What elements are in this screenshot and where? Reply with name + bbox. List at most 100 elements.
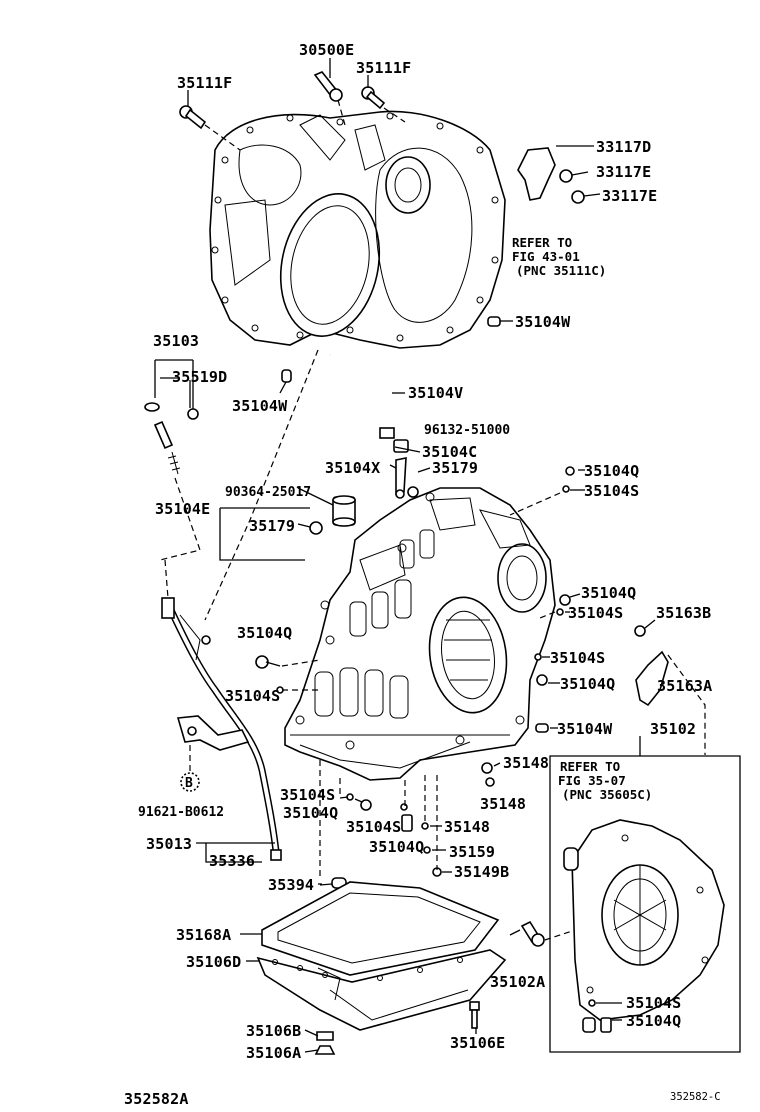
label-35104Q-bottom: 35104Q	[283, 804, 338, 822]
cover-35163A[interactable]	[635, 650, 669, 707]
bolt-91621-B0612[interactable]: B	[180, 772, 200, 792]
transaxle-housing[interactable]	[209, 110, 506, 349]
refer-fig43-line2: FIG 43-01	[512, 249, 580, 264]
label-35159: 35159	[449, 843, 495, 861]
label-35148-right: 35148	[503, 754, 549, 772]
refer-box-35102	[549, 736, 741, 1053]
diagram-code: 352582A	[124, 1090, 189, 1108]
bolt-35102A[interactable]	[520, 920, 545, 947]
label-35106E: 35106E	[450, 1034, 505, 1052]
label-35106A: 35106A	[246, 1044, 301, 1062]
label-35179-top: 35179	[432, 459, 478, 477]
oil-pan-35106D[interactable]	[256, 949, 507, 1031]
label-35148-small: 35148	[444, 818, 490, 836]
label-35102A: 35102A	[490, 973, 545, 991]
oil-strainer-gasket-35168A[interactable]	[261, 881, 500, 976]
plug-35104W-right[interactable]	[487, 316, 501, 327]
bracket-33117D[interactable]	[517, 147, 601, 204]
label-35104Q-box: 35104Q	[626, 1012, 681, 1030]
label-35104S-bottom: 35104S	[280, 786, 335, 804]
bolt-35104Q-top[interactable]	[565, 466, 575, 476]
oring-35148-right[interactable]	[481, 762, 493, 774]
label-35013: 35013	[146, 835, 192, 853]
label-35102: 35102	[650, 720, 696, 738]
bolt-35163B[interactable]	[634, 625, 646, 637]
bolt-35104Q-mid[interactable]	[536, 674, 548, 686]
label-35106D: 35106D	[186, 953, 241, 971]
breather-35103[interactable]	[144, 359, 199, 475]
plug-35104S-right[interactable]	[534, 653, 542, 661]
sleeve-96132-51000[interactable]	[393, 439, 409, 453]
label-35104C: 35104C	[422, 443, 477, 461]
label-35104S-mid: 35104S	[550, 649, 605, 667]
bolt-35104Q-right[interactable]	[559, 594, 571, 606]
label-90364-25017: 90364-25017	[225, 485, 311, 500]
label-35519D: 35519D	[172, 368, 227, 386]
label-30500E: 30500E	[299, 41, 354, 59]
bolt-35104Q-box[interactable]	[582, 1017, 596, 1033]
oring-35179-left[interactable]	[309, 521, 323, 535]
label-35179-left: 35179	[249, 517, 295, 535]
label-35336: 35336	[209, 852, 255, 870]
refer-fig43-line1: REFER TO	[512, 235, 572, 250]
plug-35104S-bottom[interactable]	[400, 803, 408, 811]
bolt-35111F-right[interactable]	[361, 86, 386, 110]
bolt-35111F-left[interactable]	[179, 105, 207, 130]
transmission-case[interactable]	[284, 487, 556, 781]
label-35104W-case: 35104W	[557, 720, 613, 738]
oring-35179-top[interactable]	[407, 486, 419, 498]
label-91621-B0612: 91621-B0612	[138, 805, 224, 820]
filter-90364-25017[interactable]	[332, 495, 356, 527]
label-35104Q-lower: 35104Q	[369, 838, 424, 856]
label-35104Q-right: 35104Q	[581, 584, 636, 602]
label-35104X: 35104X	[325, 459, 380, 477]
label-35111F-left: 35111F	[177, 74, 232, 92]
label-35104S-box: 35104S	[626, 994, 681, 1012]
drain-plug-35106A[interactable]	[314, 1045, 336, 1055]
refer-fig35-line2: FIG 35-07	[558, 773, 626, 788]
label-35104E: 35104E	[155, 500, 210, 518]
label-35163A: 35163A	[657, 677, 712, 695]
bracket-plate[interactable]	[176, 715, 250, 751]
plug-35104W-case[interactable]	[535, 723, 549, 733]
plug-35104W-left[interactable]	[281, 369, 292, 383]
label-33117D: 33117D	[596, 138, 651, 156]
label-35149B: 35149B	[454, 863, 509, 881]
label-35104S-top: 35104S	[584, 482, 639, 500]
label-35104S-lower: 35104S	[346, 818, 401, 836]
oring-35336[interactable]	[270, 849, 282, 861]
label-35104Q-top: 35104Q	[584, 462, 639, 480]
bolt-35104Q-lower[interactable]	[401, 814, 413, 832]
refer-fig35-line1: REFER TO	[560, 759, 620, 774]
circle-b-letter: B	[185, 776, 193, 791]
label-96132-51000: 96132-51000	[424, 423, 510, 438]
refer-fig35-line3: (PNC 35605C)	[562, 787, 652, 802]
bolt-35104Q-bottom[interactable]	[360, 799, 372, 811]
bolt-35106E[interactable]	[469, 1001, 480, 1029]
label-35148-lower: 35148	[480, 795, 526, 813]
label-35104W-right: 35104W	[515, 313, 571, 331]
label-35104S-left: 35104S	[225, 687, 280, 705]
tube-35104V[interactable]	[329, 353, 395, 439]
joint-35104X[interactable]	[395, 457, 407, 496]
plug-35159[interactable]	[423, 846, 431, 854]
dipstick-tube-35013[interactable]	[161, 597, 281, 861]
label-35111F-right: 35111F	[356, 59, 411, 77]
label-35168A: 35168A	[176, 926, 231, 944]
label-33117E-lower: 33117E	[602, 187, 657, 205]
bolt-30500E[interactable]	[313, 71, 343, 102]
refer-fig43-line3: (PNC 35111C)	[516, 263, 606, 278]
gasket-35106B[interactable]	[316, 1031, 334, 1041]
label-35104Q-left: 35104Q	[237, 624, 292, 642]
label-35104W-left: 35104W	[232, 397, 288, 415]
label-35104S-right: 35104S	[568, 604, 623, 622]
label-35104V: 35104V	[408, 384, 463, 402]
label-33117E-upper: 33117E	[596, 163, 651, 181]
extension-housing-35102[interactable]	[563, 819, 725, 1021]
label-35394: 35394	[268, 876, 314, 894]
label-35106B: 35106B	[246, 1022, 301, 1040]
oring-35148-lower[interactable]	[485, 777, 495, 787]
label-35104Q-mid: 35104Q	[560, 675, 615, 693]
oring-35148-small[interactable]	[421, 822, 429, 830]
